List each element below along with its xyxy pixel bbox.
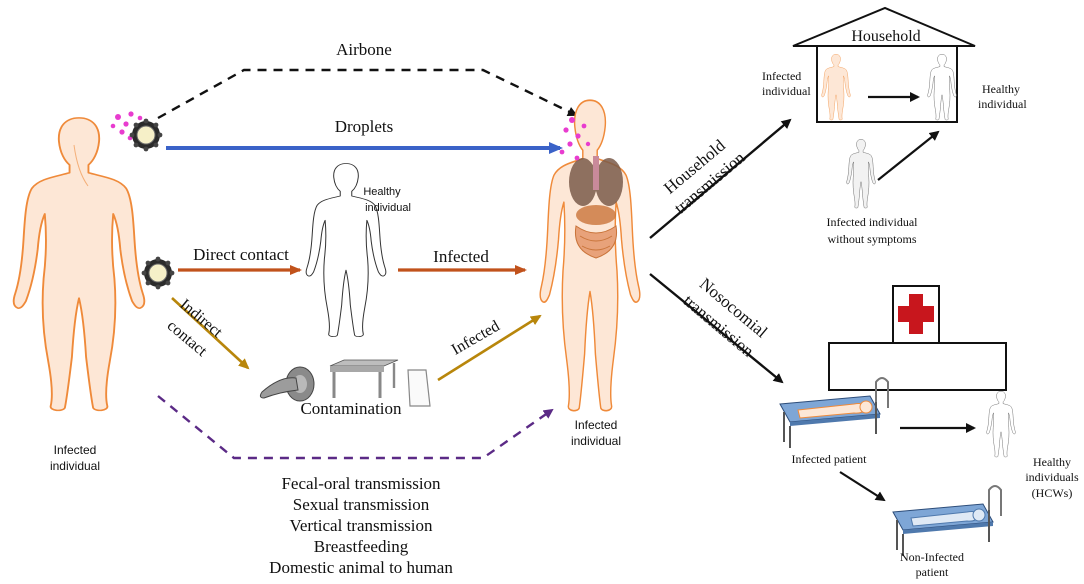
other-routes-arrow [157,395,554,460]
airborne-arrow [157,68,578,120]
household-title: Household [851,28,920,45]
hosp-healthy-line1: Healthy [1033,455,1071,469]
other-route-item: Vertical transmission [289,516,433,535]
hh-healthy-line1: Healthy [982,82,1020,96]
hosp-healthy-line2: individuals [1025,470,1079,484]
virus-hand-icon [141,256,175,290]
household-infected-person [821,54,851,121]
droplets-label: Droplets [335,117,394,136]
other-route-item: Breastfeeding [314,537,409,556]
table-icon [329,359,399,398]
hosp-infected-patient-label: Infected patient [792,452,868,466]
hosp-noninfected-line2: patient [916,565,949,579]
infected-low-arrow [437,314,542,382]
asymptomatic-spread-arrow [877,130,940,181]
hospital-cross-icon [898,294,934,334]
source-label-line2: individual [50,459,100,473]
infected-mid-label: Infected [433,247,489,266]
target-infected-person [539,99,641,412]
other-route-item: Sexual transmission [293,495,430,514]
asymptomatic-person [846,139,876,209]
hh-healthy-line2: individual [978,97,1027,111]
target-label-line1: Infected [575,418,618,432]
indirect-contact-arrow [171,297,250,370]
healthy-center-label-line2: individual [365,202,411,214]
contamination-label: Contamination [300,399,402,418]
lungs-organs-icon [569,156,623,259]
door-handle-icon [259,366,315,402]
infected-low-label: Infected [449,318,503,359]
hosp-noninfected-line1: Non-Infected [900,550,964,564]
household-healthy-person [927,54,957,121]
hospital-to-patient-arrow [839,471,886,502]
hh-infected-line1: Infected [762,69,801,83]
household-branch-arrow [649,118,792,239]
other-route-item: Domestic animal to human [269,558,453,577]
healthy-center-label-line1: Healthy [363,186,401,198]
virus-icon [129,118,163,152]
house-outline [792,6,976,123]
airborne-label: Airbone [336,40,392,59]
cup-icon [407,369,431,407]
hh-asym-line2: without symptoms [827,232,916,246]
noninfected-patient-bed [892,485,1002,557]
hosp-healthy-line3: (HCWs) [1032,486,1073,500]
direct-contact-label: Direct contact [193,245,289,264]
nosocomial-branch-arrow [649,273,784,384]
hospital-building [828,285,1007,391]
other-route-item: Fecal-oral transmission [281,474,441,493]
source-infected-person [12,116,146,412]
hh-asym-line1: Infected individual [827,215,919,229]
droplet-arrival-particles-icon [559,117,591,161]
other-routes-list: Fecal-oral transmission Sexual transmiss… [269,474,453,577]
source-label-line1: Infected [54,443,97,457]
infected-patient-bed [779,377,889,449]
hh-infected-line2: individual [762,84,811,98]
target-label-line2: individual [571,434,621,448]
hcw-healthy-person [986,391,1016,458]
